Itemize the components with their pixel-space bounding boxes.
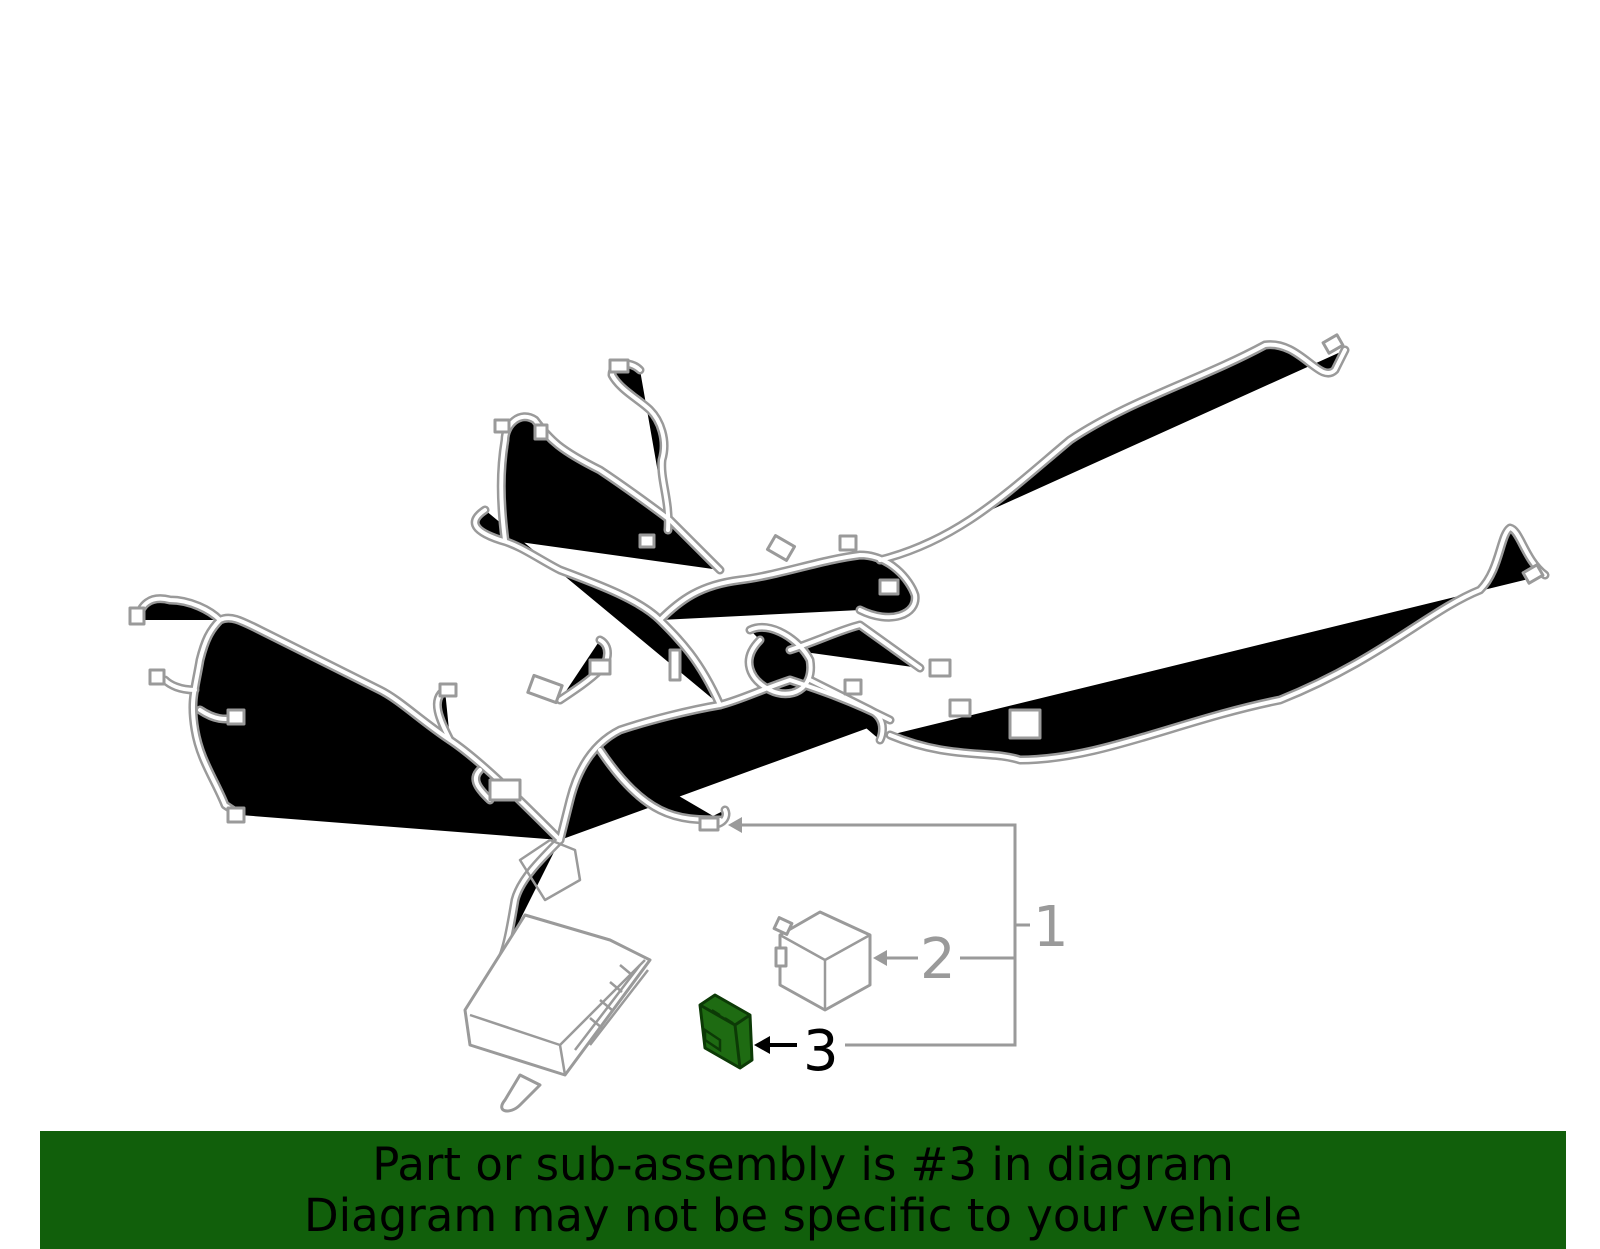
fuse-part-highlighted [698,993,754,1070]
callout-3: 3 [803,1019,839,1084]
info-banner: Part or sub-assembly is #3 in diagram Di… [40,1131,1566,1249]
relay-part [772,910,872,1012]
wiring-harness-drawing [128,333,1545,1113]
callout-leaders [728,817,1030,1054]
banner-line-disclaimer: Diagram may not be specific to your vehi… [304,1189,1302,1242]
callout-1: 1 [1033,895,1069,960]
banner-background [40,1131,1566,1249]
banner-line-part-number: Part or sub-assembly is #3 in diagram [372,1138,1234,1191]
callout-2: 2 [920,927,956,992]
